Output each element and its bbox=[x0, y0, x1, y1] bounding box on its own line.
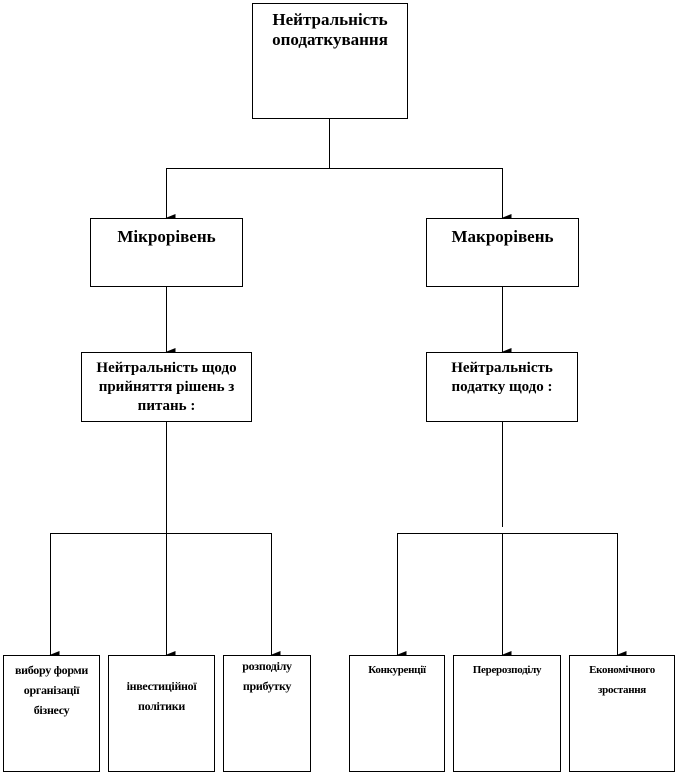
micro-child-box-1: вибору форми організації бізнесу bbox=[3, 655, 100, 772]
macro-sub-box: Нейтральність податку щодо : bbox=[426, 352, 578, 422]
micro-level-label: Мікрорівень bbox=[117, 227, 216, 246]
macro-sub-label: Нейтральність податку щодо : bbox=[451, 360, 553, 395]
micro-child-label: розподілу прибутку bbox=[242, 659, 292, 693]
macro-child-box-2: Перерозподілу bbox=[453, 655, 561, 772]
macro-child-box-1: Конкуренції bbox=[349, 655, 445, 772]
micro-sub-label: Нейтральність щодо прийняття рішень з пи… bbox=[96, 360, 237, 414]
micro-level-box: Мікрорівень bbox=[90, 218, 243, 287]
micro-child-label: вибору форми організації бізнесу bbox=[14, 663, 89, 717]
micro-child-label: інвестиційної політики bbox=[126, 679, 197, 713]
macro-level-label: Макрорівень bbox=[451, 227, 554, 246]
macro-child-box-3: Економічного зростання bbox=[569, 655, 675, 772]
macro-child-label: Перерозподілу bbox=[472, 664, 542, 676]
micro-sub-box: Нейтральність щодо прийняття рішень з пи… bbox=[81, 352, 252, 422]
micro-child-box-3: розподілу прибутку bbox=[223, 655, 311, 772]
root-box: Нейтральність оподаткування bbox=[252, 3, 408, 119]
root-label: Нейтральність оподаткування bbox=[272, 10, 388, 49]
macro-level-box: Макрорівень bbox=[426, 218, 579, 287]
micro-child-box-2: інвестиційної політики bbox=[108, 655, 215, 772]
macro-child-label: Економічного зростання bbox=[589, 664, 655, 696]
macro-child-label: Конкуренції bbox=[368, 664, 426, 676]
